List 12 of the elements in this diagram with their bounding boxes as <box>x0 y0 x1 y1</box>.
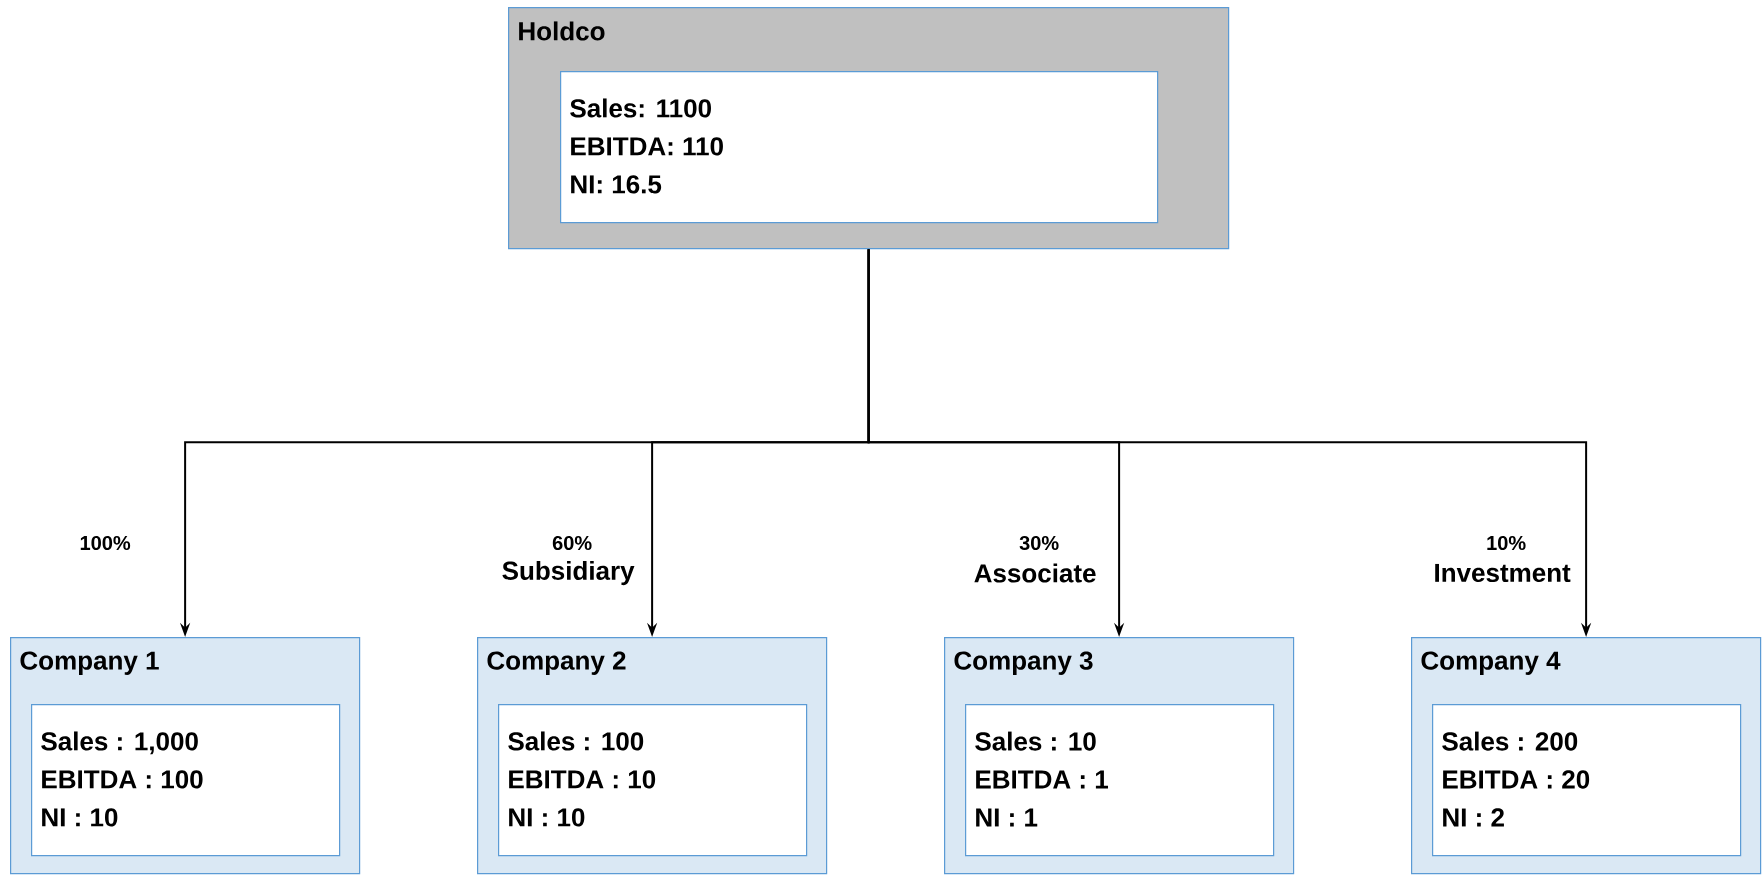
relationship-label: Subsidiary <box>502 560 635 586</box>
relationship-label: Investment <box>1435 563 1571 583</box>
relationship-label: Associate <box>974 563 1096 583</box>
figures-box: Sales : 200 EBITDA : 20 NI : 2 <box>1432 704 1742 857</box>
edge-label: 100% <box>80 535 131 551</box>
edge-label: 10% <box>1487 535 1526 551</box>
figures-box: Sales : 100 EBITDA : 10 NI : 10 <box>498 704 808 857</box>
edge-label: 30% <box>1019 535 1059 551</box>
figures-box: Sales : 1,000 EBITDA : 100 NI : 10 <box>31 704 341 857</box>
figures-box: Sales: 1100 EBITDA: 110 NI: 16.5 <box>560 71 1159 224</box>
edge-label: 60% <box>552 535 592 551</box>
figures-box: Sales : 10 EBITDA : 1 NI : 1 <box>965 704 1275 857</box>
